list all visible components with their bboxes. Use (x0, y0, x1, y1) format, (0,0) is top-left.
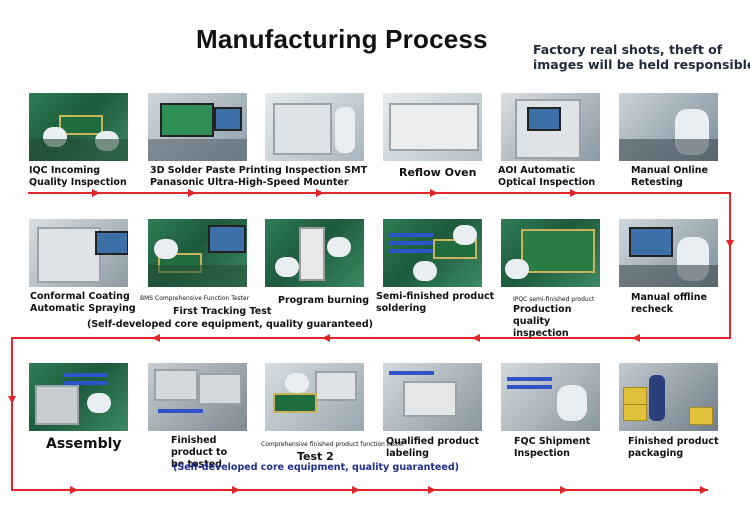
warning-line-2: images will be held responsible. (533, 57, 750, 72)
step-photo-assembly (29, 363, 128, 431)
step-photo-semi-finished-soldering (383, 219, 482, 287)
step-caption-reflow-oven: Reflow Oven (399, 166, 477, 179)
step-photo-reflow-oven (383, 93, 482, 161)
copyright-warning: Factory real shots, theft of images will… (533, 42, 750, 72)
step-photo-solder-paste (148, 93, 247, 161)
arrowhead (70, 486, 78, 494)
step-photo-manual-offline-recheck (619, 219, 718, 287)
step-caption-assembly: Assembly (46, 436, 122, 452)
step-photo-program-burning (265, 219, 364, 287)
self-developed-note-row2: (Self-developed core equipment, quality … (87, 319, 373, 330)
arrowhead (92, 189, 100, 197)
step-photo-first-tracking-test (148, 219, 247, 287)
flow-line-row2 (11, 253, 731, 410)
step-photo-aoi (501, 93, 600, 161)
step-photo-fqc-shipment (501, 363, 600, 431)
step-caption-program-burning: Program burning (278, 295, 370, 306)
arrowhead (352, 486, 360, 494)
arrowhead (232, 486, 240, 494)
arrowhead (570, 189, 578, 197)
step-caption-test-2: Test 2 (297, 450, 334, 463)
arrowhead (152, 334, 160, 342)
step-caption-comprehensive-tester: Comprehensive finished product function … (261, 441, 405, 448)
flow-line-row1 (28, 192, 731, 253)
step-photo-finished-packaging (619, 363, 718, 431)
step-caption-ipqc-tag: IPQC semi-finished product (513, 296, 595, 303)
warning-line-1: Factory real shots, theft of (533, 42, 723, 57)
step-photo-manual-online-retest (619, 93, 718, 161)
page-title: Manufacturing Process (196, 24, 488, 54)
step-photo-smt-mounter (265, 93, 364, 161)
arrowhead (322, 334, 330, 342)
arrowhead (726, 240, 734, 248)
step-photo-conformal-coating (29, 219, 128, 287)
step-photo-ipqc (501, 219, 600, 287)
arrowhead (8, 396, 16, 404)
step-photo-qualified-labeling (383, 363, 482, 431)
arrowhead (560, 486, 568, 494)
arrowhead (430, 189, 438, 197)
step-photo-finished-to-be-tested (148, 363, 247, 431)
self-developed-note-row3: (Self-developed core equipment, quality … (173, 462, 459, 473)
step-caption-bms-tester: BMS Comprehensive Function Tester (140, 295, 250, 302)
step-caption-first-tracking-test: First Tracking Test (173, 306, 272, 317)
arrowhead (428, 486, 436, 494)
flow-arrowheads (8, 189, 734, 494)
step-photo-test-2 (265, 363, 364, 431)
flow-line-row3 (11, 410, 708, 491)
step-photo-iqc (29, 93, 128, 161)
arrowhead (632, 334, 640, 342)
arrowhead (700, 486, 708, 494)
arrowhead (188, 189, 196, 197)
arrowhead (472, 334, 480, 342)
arrowhead (316, 189, 324, 197)
